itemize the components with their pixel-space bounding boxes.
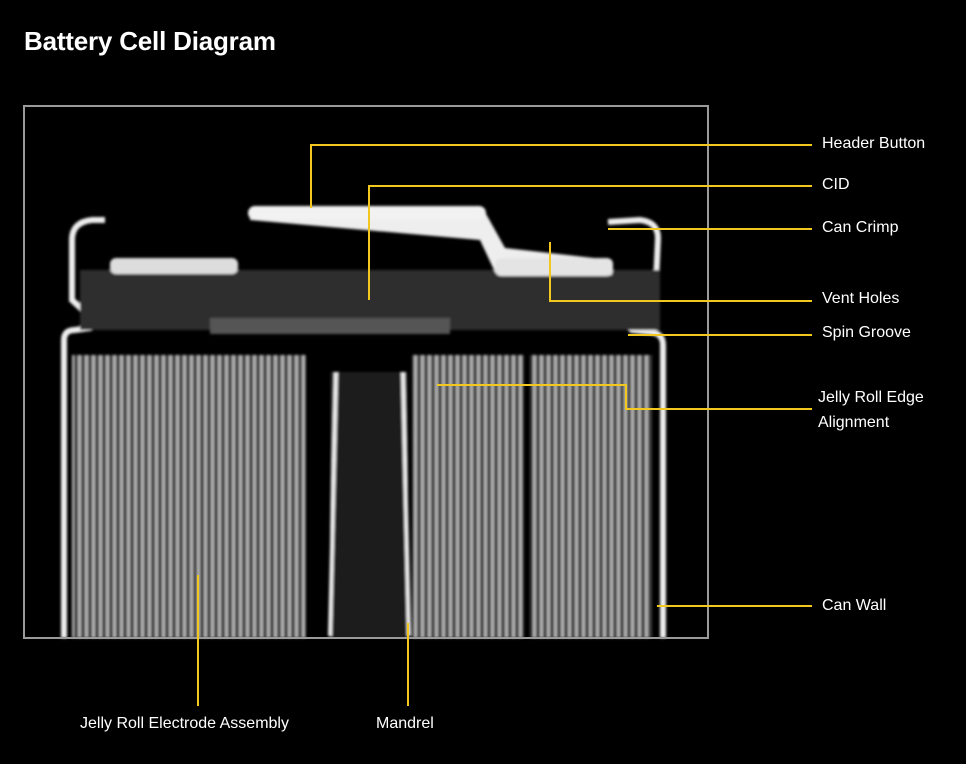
jelly-roll-right-a xyxy=(412,355,524,638)
label-jelly-roll-electrode: Jelly Roll Electrode Assembly xyxy=(80,715,289,732)
leader-header-button xyxy=(310,144,812,208)
label-header-button: Header Button xyxy=(822,135,926,152)
label-mandrel: Mandrel xyxy=(376,715,434,732)
jelly-roll-right-b xyxy=(530,355,652,638)
leader-cid xyxy=(368,185,812,300)
diagram-title: Battery Cell Diagram xyxy=(24,26,276,56)
leader-jelly-roll-edge xyxy=(437,384,812,410)
xray-image xyxy=(61,206,666,638)
label-can-wall: Can Wall xyxy=(822,597,887,614)
cid-layer xyxy=(210,318,450,334)
jelly-roll-left xyxy=(72,355,306,638)
label-vent-holes: Vent Holes xyxy=(822,290,900,307)
label-cid: CID xyxy=(822,176,850,193)
header-ring-left xyxy=(110,258,238,274)
mandrel-wall-right xyxy=(401,371,411,637)
mandrel-wall-left xyxy=(328,371,338,637)
label-jelly-roll-edge-line1: Jelly Roll Edge xyxy=(818,389,924,406)
label-jelly-roll-edge-line2: Alignment xyxy=(818,414,890,431)
header-ring-right xyxy=(495,258,613,276)
label-spin-groove: Spin Groove xyxy=(822,324,911,341)
leader-vent-holes xyxy=(549,242,812,302)
mandrel-core xyxy=(330,372,408,638)
label-can-crimp: Can Crimp xyxy=(822,219,899,236)
header-button-top xyxy=(248,206,486,220)
image-frame xyxy=(23,105,709,639)
